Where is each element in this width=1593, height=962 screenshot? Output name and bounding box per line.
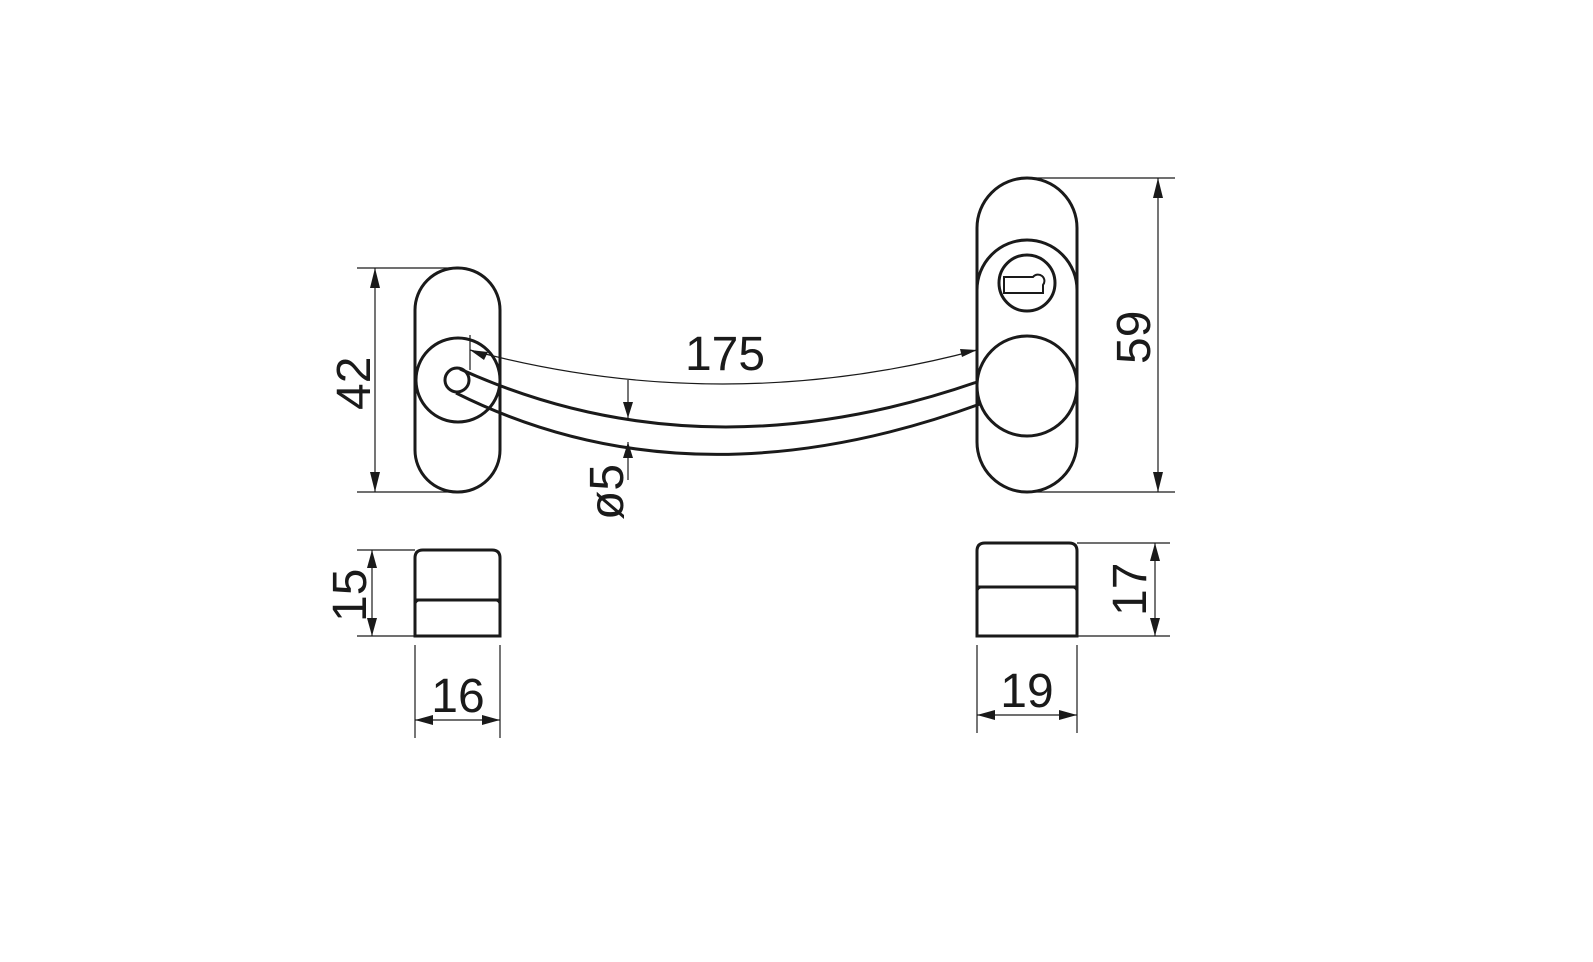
- left-block-width-label: 16: [431, 670, 484, 723]
- cable-diameter-label: ø5: [581, 464, 634, 520]
- left-block-height-label: 15: [324, 569, 377, 622]
- right-block-side-view: [975, 541, 1079, 638]
- dimension-15: 15: [324, 549, 415, 637]
- right-lock-plate: [975, 176, 1079, 494]
- dimension-19: 19: [976, 645, 1078, 733]
- dimension-42: 42: [328, 267, 458, 493]
- dimension-16: 16: [414, 645, 501, 738]
- right-block-height-label: 17: [1104, 563, 1157, 616]
- dimension-59: 59: [1027, 177, 1175, 493]
- cable: [455, 367, 981, 456]
- dimension-175: 175: [469, 328, 978, 385]
- left-block-side-view: [413, 548, 502, 638]
- lock-knob: [975, 334, 1079, 438]
- right-plate-height-label: 59: [1108, 311, 1161, 364]
- dimension-17: 17: [1077, 542, 1170, 637]
- dimension-diameter: ø5: [581, 380, 634, 520]
- cable-length-label: 175: [685, 328, 765, 381]
- right-block-width-label: 19: [1000, 665, 1053, 718]
- key-lock-icon: [997, 253, 1057, 313]
- left-plate-height-label: 42: [328, 357, 381, 410]
